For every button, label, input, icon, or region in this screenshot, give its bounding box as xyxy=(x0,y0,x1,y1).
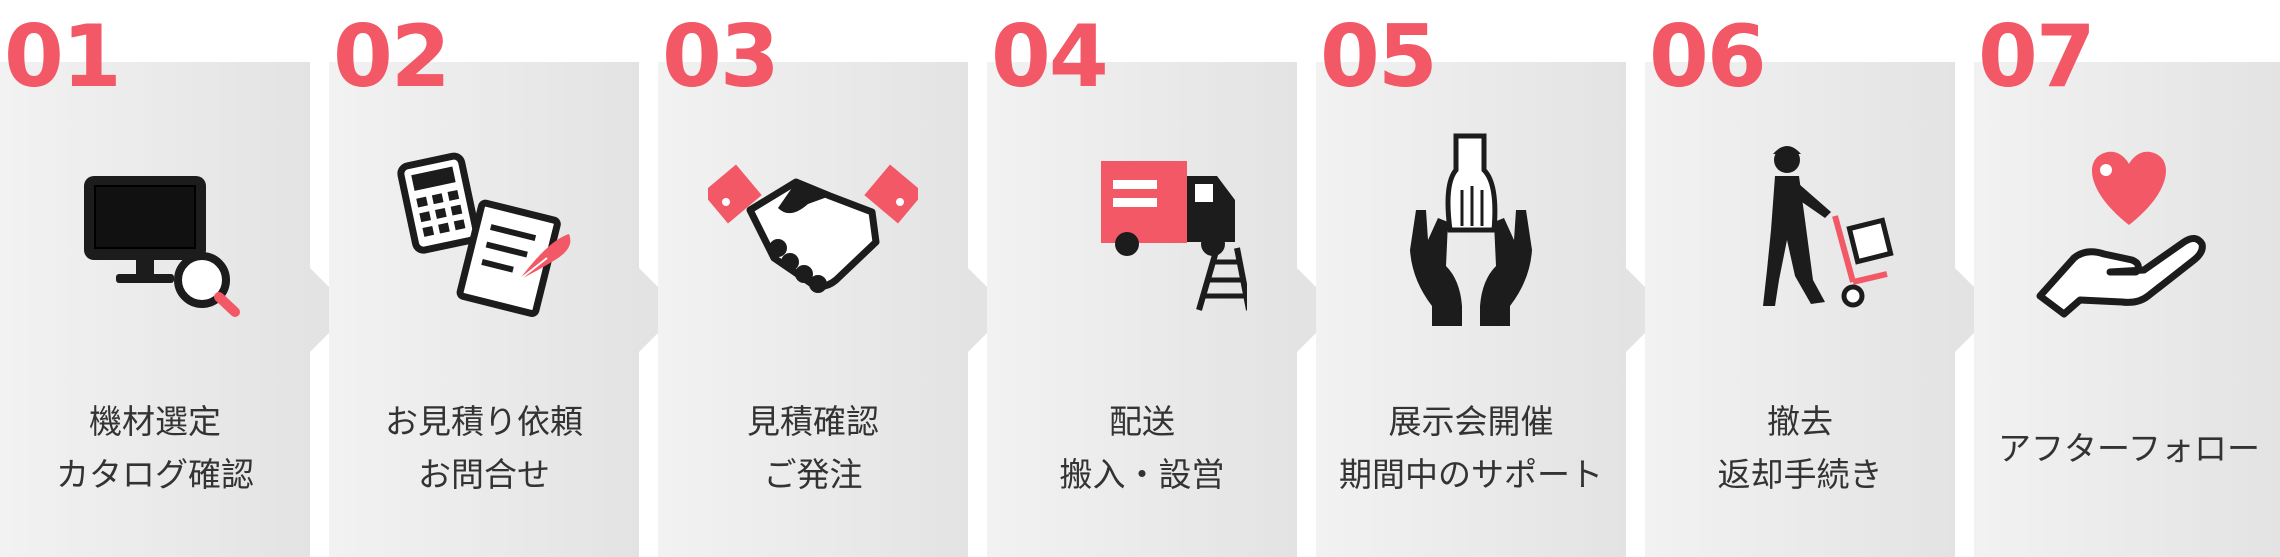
step-label-line1: お見積り依頼 xyxy=(385,402,583,441)
step-panel xyxy=(329,62,639,557)
step-label-line1: アフターフォロー xyxy=(1997,429,2261,468)
step-01: 01 機材選定 カタログ確認 xyxy=(0,0,352,557)
step-panel xyxy=(1974,62,2280,557)
step-label-line1: 見積確認 xyxy=(747,402,879,441)
monitor-search-icon xyxy=(84,176,240,317)
step-06: 06 撤去 返却手続き xyxy=(1645,0,1997,557)
step-05: 05 展示会開催 期間中のサポート xyxy=(1316,0,1668,557)
handshake-icon xyxy=(708,164,918,293)
step-label-line2: ご発注 xyxy=(763,455,863,494)
heart-hand-icon xyxy=(2036,151,2206,318)
step-number: 01 xyxy=(4,7,122,107)
step-panel xyxy=(0,62,310,557)
step-label-line1: 配送 xyxy=(1109,402,1175,441)
step-label-line2: 搬入・設営 xyxy=(1059,455,1225,494)
step-label-line1: 機材選定 xyxy=(89,402,221,441)
step-label-line2: 期間中のサポート xyxy=(1339,455,1603,494)
step-02: 02 お見積り依頼 お問合せ xyxy=(329,0,681,557)
step-number: 07 xyxy=(1978,7,2096,107)
step-number: 06 xyxy=(1649,7,1767,107)
step-label-line1: 展示会開催 xyxy=(1388,402,1554,441)
step-panel xyxy=(1645,62,1955,557)
step-number: 04 xyxy=(991,7,1109,107)
step-04: 04 配送 搬入・設営 xyxy=(987,0,1339,557)
step-label-line2: カタログ確認 xyxy=(56,455,254,494)
step-label-line1: 撤去 xyxy=(1767,402,1833,441)
step-number: 05 xyxy=(1320,7,1438,107)
step-07: 07 アフターフォロー xyxy=(1974,0,2280,557)
step-number: 03 xyxy=(662,7,780,107)
hands-support-icon xyxy=(1410,133,1532,326)
step-label-line2: 返却手続き xyxy=(1717,455,1883,494)
step-03: 03 見積確認 ご発注 xyxy=(658,0,1010,557)
worker-cart-icon xyxy=(1763,146,1894,308)
truck-ladder-icon xyxy=(1101,161,1247,311)
step-label-line2: お問合せ xyxy=(418,455,550,494)
step-panel xyxy=(987,62,1297,557)
calculator-document-icon xyxy=(397,152,571,317)
step-panel xyxy=(658,62,968,557)
step-number: 02 xyxy=(333,7,451,107)
